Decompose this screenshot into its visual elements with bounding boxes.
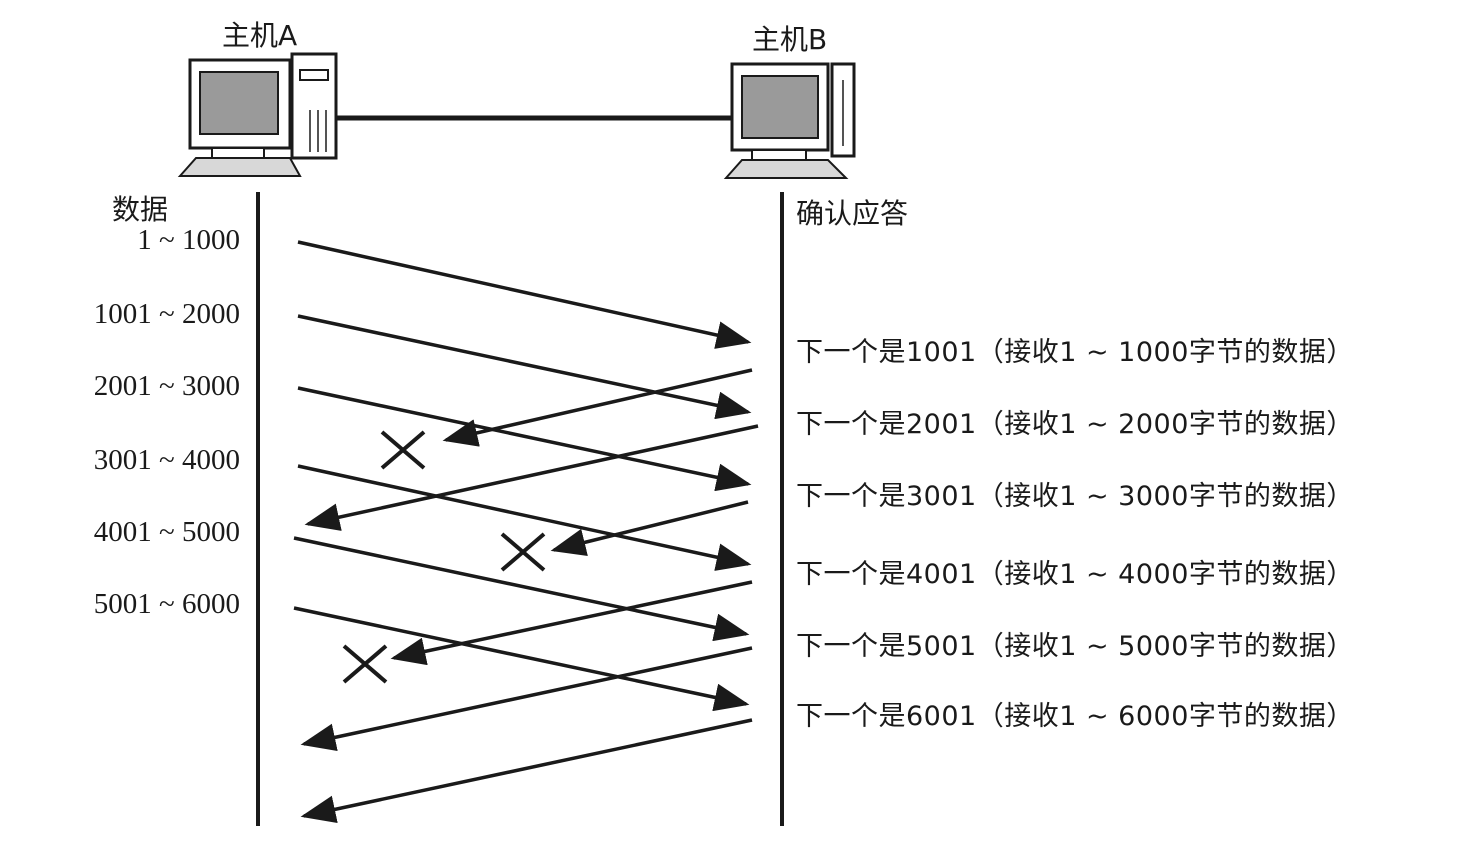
ack-label-4: 下一个是4001（接收1 ~ 4000字节的数据） <box>796 559 1354 590</box>
host-b-label: 主机B <box>752 23 828 56</box>
ack-label-2: 下一个是2001（接收1 ~ 2000字节的数据） <box>796 409 1354 440</box>
data-arrow-1 <box>297 240 752 349</box>
data-arrow-6 <box>293 606 750 712</box>
ack-label-3: 下一个是3001（接收1 ~ 3000字节的数据） <box>796 481 1354 512</box>
receiver-title: 确认应答 <box>796 197 909 230</box>
loss-mark-2 <box>500 532 546 572</box>
ack-label-6: 下一个是6001（接收1 ~ 6000字节的数据） <box>796 701 1354 732</box>
data-arrow-3 <box>297 386 752 492</box>
loss-mark-3 <box>342 644 388 684</box>
host-b-computer-icon <box>723 62 856 179</box>
sender-title: 数据 <box>112 193 169 226</box>
ack-arrow-5 <box>300 646 753 752</box>
ack-arrow-2 <box>304 424 759 531</box>
ack-arrows <box>300 368 759 824</box>
host-a-computer-icon <box>177 52 338 177</box>
data-arrow-4 <box>297 464 752 571</box>
host-a-label: 主机A <box>222 19 298 52</box>
segment-label-6: 5001 ~ 6000 <box>93 588 240 620</box>
ack-label-1: 下一个是1001（接收1 ~ 1000字节的数据） <box>796 337 1354 368</box>
ack-arrow-6 <box>300 718 753 824</box>
ack-label-5: 下一个是5001（接收1 ~ 5000字节的数据） <box>796 631 1354 662</box>
data-arrow-2 <box>297 314 752 420</box>
data-arrow-5 <box>293 536 750 642</box>
segment-label-4: 3001 ~ 4000 <box>93 444 240 476</box>
data-arrows <box>293 240 752 712</box>
ack-arrow-3 <box>550 500 749 557</box>
segment-label-2: 1001 ~ 2000 <box>93 298 240 330</box>
loss-mark-1 <box>380 430 426 470</box>
segment-label-1: 1 ~ 1000 <box>137 224 240 256</box>
segment-label-5: 4001 ~ 5000 <box>93 516 240 548</box>
ack-arrow-1 <box>442 368 753 447</box>
ack-arrow-4 <box>390 580 753 666</box>
segment-label-3: 2001 ~ 3000 <box>93 370 240 402</box>
